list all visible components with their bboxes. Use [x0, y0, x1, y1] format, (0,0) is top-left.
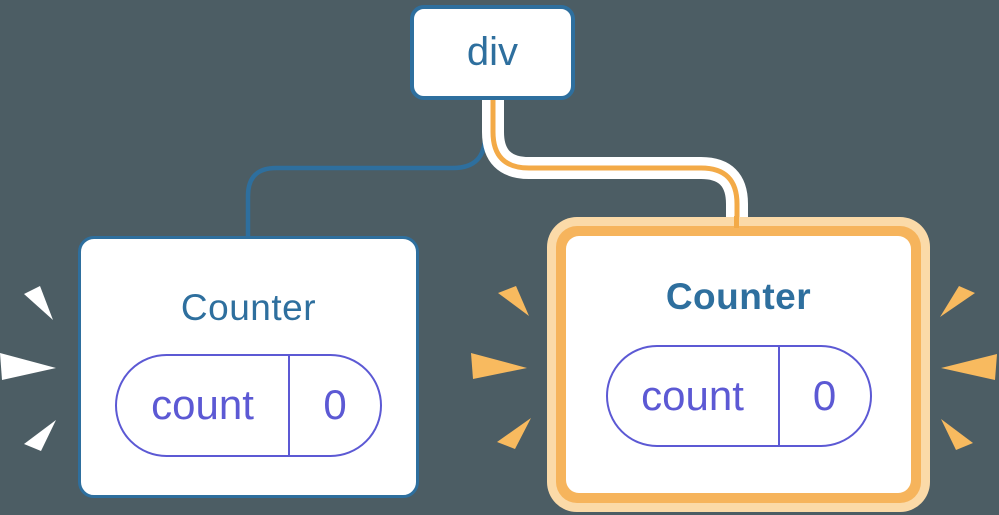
spark-icon [471, 353, 527, 379]
spark-icon [940, 286, 975, 317]
spark-icon [941, 419, 973, 450]
state-value: 0 [288, 355, 380, 455]
spark-icon [24, 420, 56, 451]
edge-core-stub [734, 216, 739, 228]
counter-card-right: Counter count 0 [566, 236, 911, 493]
counter-title: Counter [180, 287, 317, 328]
state-key: count [151, 381, 254, 429]
counter-title: Counter [665, 276, 812, 317]
edge-div-to-right-counter-casing [482, 98, 748, 220]
state-pill: count 0 [115, 353, 382, 457]
state-key: count [641, 371, 744, 419]
counter-card-right-glow: Counter count 0 [547, 217, 930, 512]
spark-icon [941, 354, 997, 380]
state-pill: count 0 [605, 344, 872, 447]
counter-card-left: Counter count 0 [78, 236, 419, 498]
edge-div-to-left-counter [245, 98, 488, 240]
root-node-div: div [410, 5, 575, 100]
root-node-label: div [466, 30, 519, 74]
spark-icon [498, 286, 529, 316]
state-value: 0 [777, 346, 870, 445]
emphasis-burst-orange-left-icon [471, 286, 531, 449]
spark-icon [0, 353, 56, 380]
emphasis-burst-orange-right-icon [940, 286, 997, 450]
spark-icon [24, 286, 53, 320]
emphasis-burst-white-icon [0, 286, 56, 451]
edge-div-to-right-counter [490, 98, 740, 232]
spark-icon [497, 418, 531, 449]
counter-card-right-border: Counter count 0 [556, 226, 921, 503]
